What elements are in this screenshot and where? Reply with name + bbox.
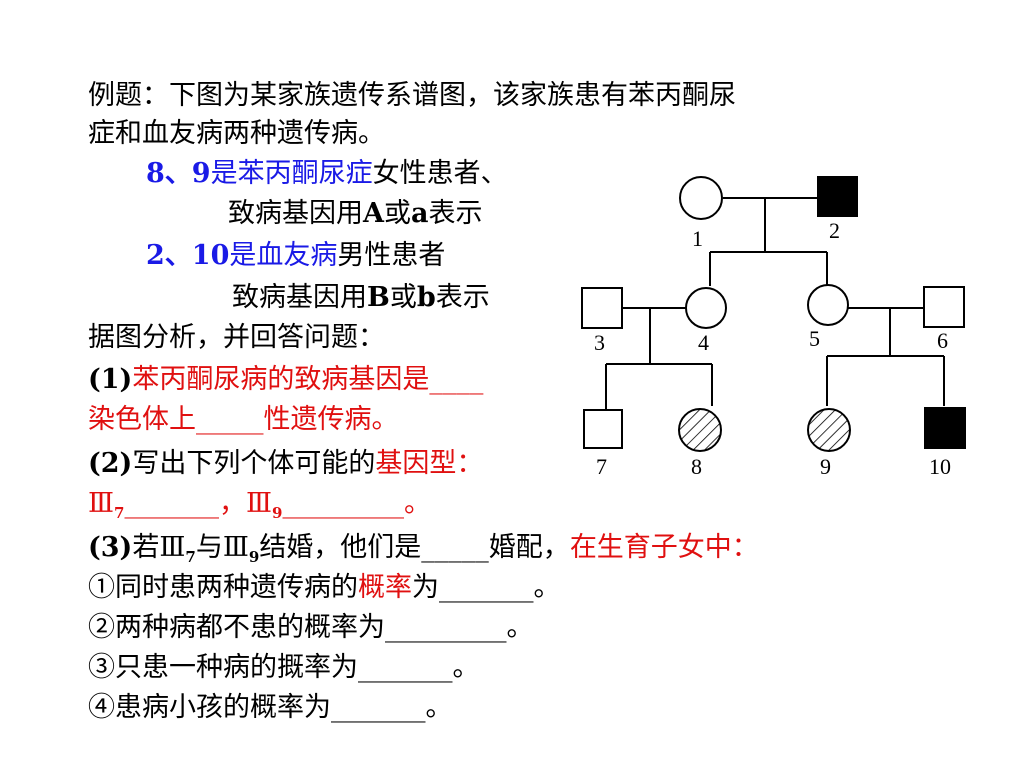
label-10: 10 (929, 454, 951, 479)
label-2: 2 (829, 218, 840, 243)
individual-7-blank: _______， (124, 488, 246, 519)
individual-7-sub: 7 (114, 504, 125, 522)
label-3: 3 (594, 330, 605, 355)
hemo-gene-line: 致病基因用B或b表示 (232, 280, 490, 316)
item-2-text: ②两种病都不患的概率为_________。 (88, 612, 534, 643)
hemo-gene-letter-b-upper: B (367, 282, 390, 313)
pku-gene-post: 表示 (428, 198, 483, 229)
question-2-number: (2) (88, 448, 133, 479)
intro-text-2: 症和血友病两种遗传病。 (88, 118, 385, 149)
question-3-text: 结婚，他们是_____婚配， (259, 532, 570, 563)
individual-9-sub: 9 (272, 504, 283, 522)
question-1-line-b: 染色体上_____性遗传病。 (88, 402, 399, 438)
question-2-genotype-label: 基因型： (375, 448, 484, 479)
label-8: 8 (691, 454, 702, 479)
question-3-line: (3)若Ⅲ7与Ⅲ9结婚，他们是_____婚配，在生育子女中： (88, 530, 759, 566)
label-1: 1 (692, 226, 703, 251)
individual-10-affected-male (924, 407, 966, 449)
item-4-line: ④患病小孩的概率为_______。 (88, 690, 453, 726)
item-3-text: ③只患一种病的摡率为_______。 (88, 652, 480, 683)
hemo-gene-post: 表示 (435, 282, 490, 313)
item-1-line: ①同时患两种遗传病的概率为_______。 (88, 570, 561, 606)
individual-7-sub: 7 (185, 548, 196, 566)
item-3-line: ③只患一种病的摡率为_______。 (88, 650, 480, 686)
individual-6-male (923, 286, 965, 328)
individual-9-sub: 9 (248, 548, 260, 566)
individual-1-female (679, 176, 723, 220)
question-3-and: 与 (195, 532, 223, 563)
pedigree-lines (605, 197, 945, 410)
generation-iii-label: Ⅲ (222, 532, 249, 563)
individual-9-affected-female (807, 408, 851, 452)
pku-gene-letter-a-upper: A (363, 198, 384, 229)
hemo-gene-letter-b-lower: b (416, 282, 436, 313)
hemo-patients-line: 2、10是血友病男性患者 (146, 238, 445, 274)
intro-line-2: 症和血友病两种遗传病。 (88, 116, 385, 152)
question-1-line-a: (1)苯丙酮尿病的致病基因是____ (88, 362, 483, 398)
individual-8-affected-female (678, 408, 722, 452)
generation-iii-label: Ⅲ (159, 532, 186, 563)
intro-line-1: 例题：下图为某家族遗传系谱图，该家族患有苯丙酮尿 (88, 78, 736, 114)
question-2-line-b: Ⅲ7_______，Ⅲ9_________。 (88, 486, 431, 522)
label-9: 9 (820, 454, 831, 479)
item-1-highlight: 概率 (358, 572, 412, 603)
item-2-line: ②两种病都不患的概率为_________。 (88, 610, 534, 646)
generation-iii-label: Ⅲ (245, 488, 273, 519)
individual-7-male (583, 409, 623, 449)
question-2-text-a: 写出下列个体可能的 (132, 448, 376, 479)
item-1-post: 为_______。 (412, 572, 561, 603)
question-2-line-a: (2)写出下列个体可能的基因型： (88, 446, 483, 482)
pku-ids: 8、9 (146, 158, 211, 189)
pku-disease: 是苯丙酮尿症 (210, 158, 373, 189)
item-4-text: ④患病小孩的概率为_______。 (88, 692, 453, 723)
label-7: 7 (596, 454, 607, 479)
question-3-highlight: 在生育子女中： (569, 532, 759, 563)
hemo-disease: 是血友病 (229, 240, 338, 271)
analyze-text: 据图分析，并回答问题： (88, 322, 385, 353)
question-3-number: (3) (88, 532, 133, 563)
label-5: 5 (809, 326, 820, 351)
individual-5-female (807, 284, 849, 326)
question-1-text-a: 苯丙酮尿病的致病基因是____ (132, 364, 484, 395)
pku-patients-line: 8、9是苯丙酮尿症女性患者、 (146, 156, 508, 192)
question-1-text-b: 染色体上_____性遗传病。 (88, 404, 399, 435)
analyze-line: 据图分析，并回答问题： (88, 320, 385, 356)
hemo-ids: 2、10 (146, 240, 230, 271)
hemo-role: 男性患者 (337, 240, 446, 271)
pku-gene-or: 或 (383, 198, 411, 229)
generation-iii-label: Ⅲ (88, 488, 115, 519)
label-4: 4 (698, 330, 709, 355)
hemo-gene-or: 或 (389, 282, 417, 313)
pedigree-chart: 1 2 3 4 5 6 7 8 9 10 (581, 176, 966, 479)
item-1-pre: ①同时患两种遗传病的 (88, 572, 358, 603)
hemo-gene-pre: 致病基因用 (232, 282, 367, 313)
individual-9-blank: _________。 (282, 488, 431, 519)
question-1-number: (1) (88, 364, 133, 395)
individual-2-affected-male (817, 176, 858, 217)
pku-role: 女性患者、 (372, 158, 508, 189)
intro-text-1: 例题：下图为某家族遗传系谱图，该家族患有苯丙酮尿 (88, 80, 736, 111)
pku-gene-line: 致病基因用A或a表示 (228, 196, 482, 232)
pku-gene-pre: 致病基因用 (228, 198, 363, 229)
label-6: 6 (937, 328, 948, 353)
question-3-if: 若 (132, 532, 160, 563)
individual-3-male (581, 287, 623, 329)
individual-4-female (685, 287, 727, 329)
pku-gene-letter-a-lower: a (410, 198, 429, 229)
